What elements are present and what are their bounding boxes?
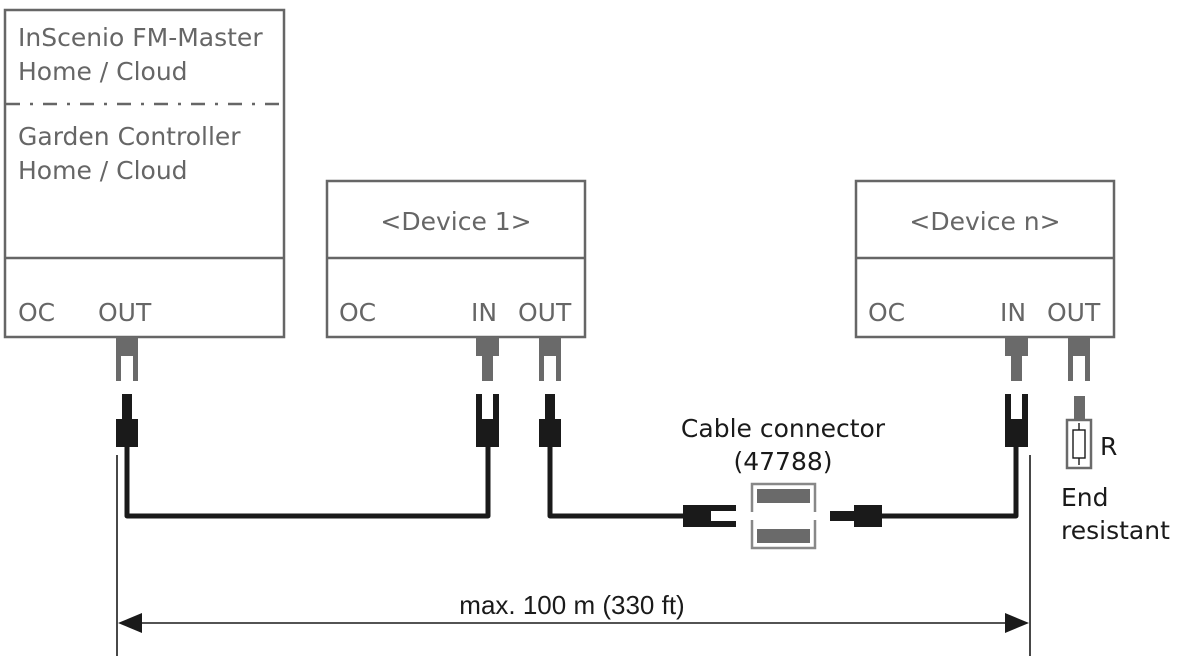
end-resistor-stem	[1074, 396, 1085, 420]
master-unit-line4: Home / Cloud	[18, 156, 188, 185]
device-1-in-socket-icon	[476, 337, 499, 381]
master-unit-line2: Home / Cloud	[18, 57, 188, 86]
device-1-out-socket-icon	[539, 337, 561, 381]
cable-connector-to-device-n	[880, 447, 1019, 519]
device-n-in-plug-icon	[1005, 394, 1028, 447]
connector-bottom-contact	[757, 529, 810, 543]
end-resistor-symbol-label: R	[1100, 432, 1117, 461]
device-1-out-plug-icon	[539, 394, 561, 447]
arrow-right-icon	[1005, 613, 1029, 633]
device-1: <Device 1> OC IN OUT	[325, 179, 587, 381]
end-resistor-label-line2: resistant	[1061, 516, 1170, 545]
connector-left-plug-icon	[683, 505, 736, 527]
device-1-port-out-label: OUT	[518, 298, 572, 327]
device-n-out-socket-icon	[1068, 337, 1090, 381]
master-out-socket-icon	[116, 337, 138, 381]
resistor-symbol-icon	[1072, 429, 1086, 459]
device-1-port-in-label: IN	[471, 298, 497, 327]
device-n-port-out-label: OUT	[1047, 298, 1101, 327]
master-port-out-label: OUT	[98, 298, 152, 327]
master-unit-box	[3, 8, 286, 339]
device-n-in-socket-icon	[1005, 337, 1028, 381]
cable-connector-part-number: (47788)	[733, 447, 832, 476]
master-unit-line3: Garden Controller	[18, 122, 241, 151]
device-n-port-in-label: IN	[1000, 298, 1026, 327]
max-length-dimension: max. 100 m (330 ft)	[116, 455, 1031, 656]
device-1-in-plug-icon	[476, 394, 499, 447]
device-1-title: <Device 1>	[380, 207, 531, 236]
end-resistor-label-line1: End	[1061, 483, 1109, 512]
device-n-port-oc-label: OC	[868, 298, 905, 327]
device-n-title: <Device n>	[909, 207, 1060, 236]
cable-master-to-device-1	[124, 447, 491, 519]
cable-connector-label: Cable connector	[681, 414, 886, 443]
master-unit: InScenio FM-Master Home / Cloud Garden C…	[3, 8, 286, 381]
connector-top-contact	[757, 489, 810, 503]
cable-connector: Cable connector (47788)	[681, 414, 886, 550]
end-resistor: R End resistant	[1061, 396, 1170, 545]
cable-device-1-to-connector	[547, 447, 685, 519]
arrow-left-icon	[118, 613, 142, 633]
device-1-port-oc-label: OC	[339, 298, 376, 327]
connector-right-plug-icon	[830, 505, 882, 527]
device-n: <Device n> OC IN OUT	[854, 179, 1116, 381]
master-unit-line1: InScenio FM-Master	[18, 23, 263, 52]
master-port-oc-label: OC	[18, 298, 55, 327]
cable-connector-body	[750, 482, 817, 550]
master-out-plug-icon	[116, 394, 138, 447]
dimension-label: max. 100 m (330 ft)	[459, 590, 684, 620]
